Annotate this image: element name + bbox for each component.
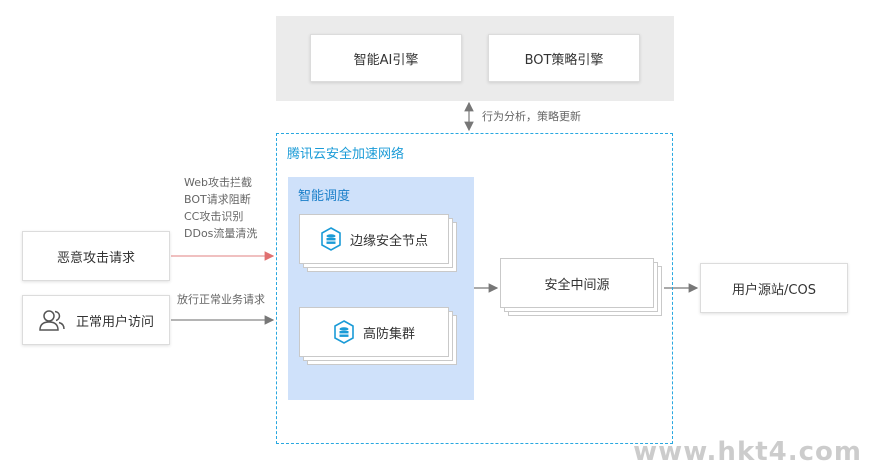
bot-engine-label: BOT策略引擎	[524, 52, 604, 68]
database-shield-icon	[321, 227, 341, 251]
action-ddos-clean: DDos流量清洗	[184, 227, 258, 240]
edge-node-label: 边缘安全节点	[349, 233, 428, 249]
malicious-request-label: 恶意攻击请求	[56, 250, 135, 266]
normal-access-label: 正常用户访问	[75, 314, 154, 330]
edge-node-box: 边缘安全节点	[299, 214, 449, 264]
action-bot-block: BOT请求阻断	[184, 193, 251, 206]
action-cc-detect: CC攻击识别	[184, 210, 244, 223]
ai-engine-label: 智能AI引擎	[353, 52, 419, 68]
database-shield-icon	[334, 320, 354, 344]
dispatch-title: 智能调度	[298, 189, 351, 204]
normal-access-box: 正常用户访问	[22, 295, 170, 345]
destination-label: 用户源站/COS	[732, 282, 816, 298]
high-defense-label: 高防集群	[362, 326, 415, 342]
security-network-boundary	[276, 133, 673, 444]
secure-origin-label: 安全中间源	[544, 277, 610, 293]
high-defense-box: 高防集群	[299, 307, 449, 357]
malicious-request-box: 恶意攻击请求	[22, 231, 170, 281]
dispatch-panel	[288, 177, 474, 400]
users-icon	[39, 310, 65, 331]
watermark: www.hkt4.com	[633, 437, 862, 467]
ai-engine-box: 智能AI引擎	[310, 34, 462, 82]
action-web-attack: Web攻击拦截	[184, 176, 252, 189]
feedback-label: 行为分析，策略更新	[482, 110, 581, 123]
bot-engine-box: BOT策略引擎	[488, 34, 640, 82]
malicious-actions-list: Web攻击拦截 BOT请求阻断 CC攻击识别 DDos流量清洗	[184, 174, 257, 242]
secure-origin-box: 安全中间源	[500, 258, 654, 308]
destination-box: 用户源站/COS	[700, 263, 848, 313]
network-title: 腾讯云安全加速网络	[287, 147, 405, 162]
normal-action-label: 放行正常业务请求	[177, 293, 265, 306]
